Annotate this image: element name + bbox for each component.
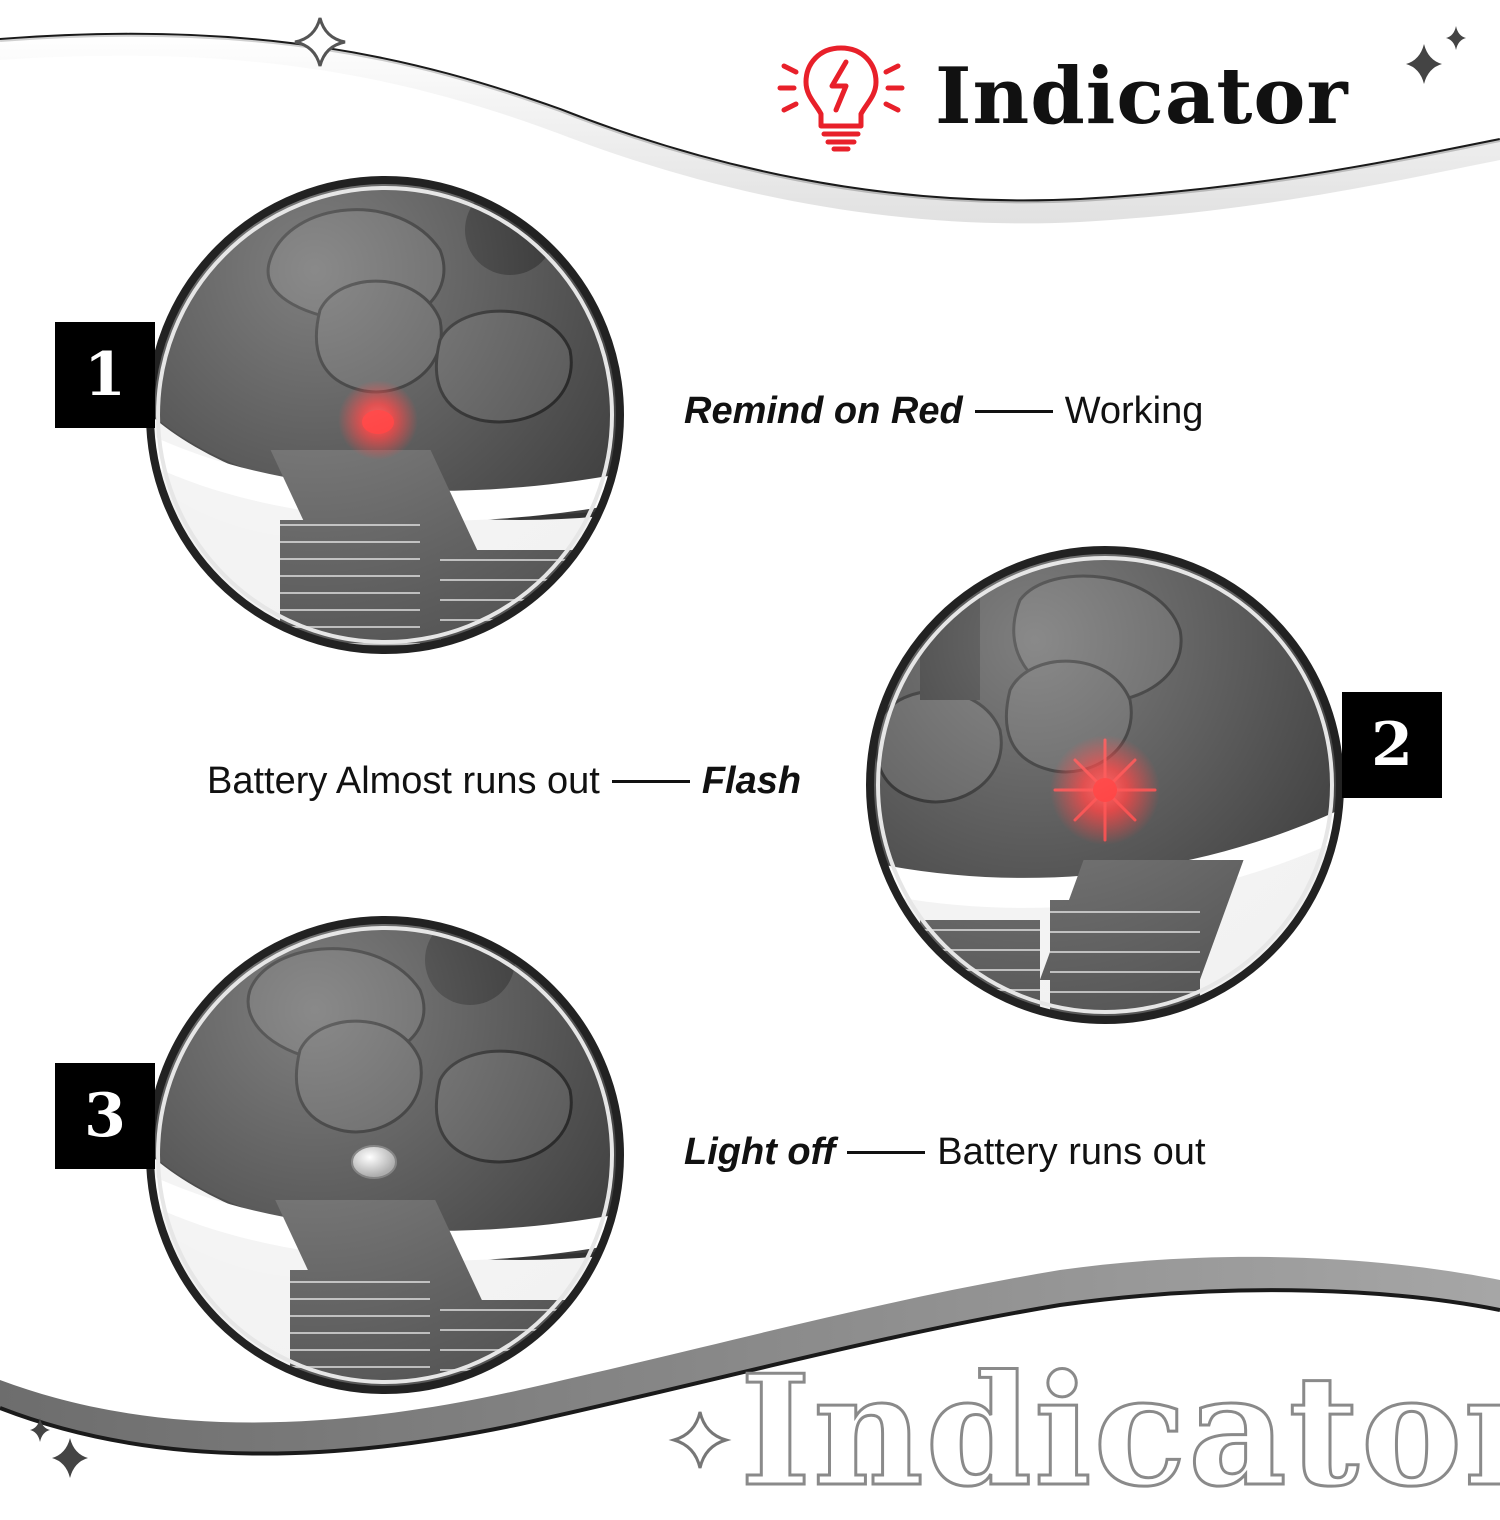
sparkle-icon: [30, 1418, 88, 1478]
connector-line: [974, 409, 1053, 413]
step-3-text: Light off Battery runs out: [684, 1133, 1206, 1171]
step-1-description: Working: [1064, 390, 1204, 432]
sparkle-icon: [294, 17, 346, 67]
step-2-label: Battery Almost runs out: [207, 760, 600, 802]
watermark-text: Indicator: [738, 1341, 1500, 1520]
step-number-badge: 1: [55, 322, 155, 428]
step-number-badge: 2: [1342, 692, 1442, 798]
connector-line: [847, 1150, 926, 1154]
step-1-emphasis: Remind on Red: [684, 390, 963, 432]
step-3-description: Battery runs out: [937, 1131, 1206, 1173]
indicator-lens-off: [146, 916, 624, 1394]
page-title: Indicator: [935, 51, 1349, 142]
lightbulb-icon: [777, 45, 905, 152]
sparkle-icon: [668, 1411, 732, 1469]
connector-line: [611, 779, 690, 783]
step-2-text: Battery Almost runs out Flash: [207, 762, 801, 800]
indicator-lens-working: [146, 176, 624, 654]
sparkle-icon: [1406, 26, 1466, 84]
step-3-emphasis: Light off: [684, 1131, 836, 1173]
step-number-badge: 3: [55, 1063, 155, 1169]
indicator-lens-flash: [866, 546, 1344, 1024]
step-2-emphasis: Flash: [701, 760, 802, 802]
step-1-text: Remind on Red Working: [684, 392, 1203, 430]
